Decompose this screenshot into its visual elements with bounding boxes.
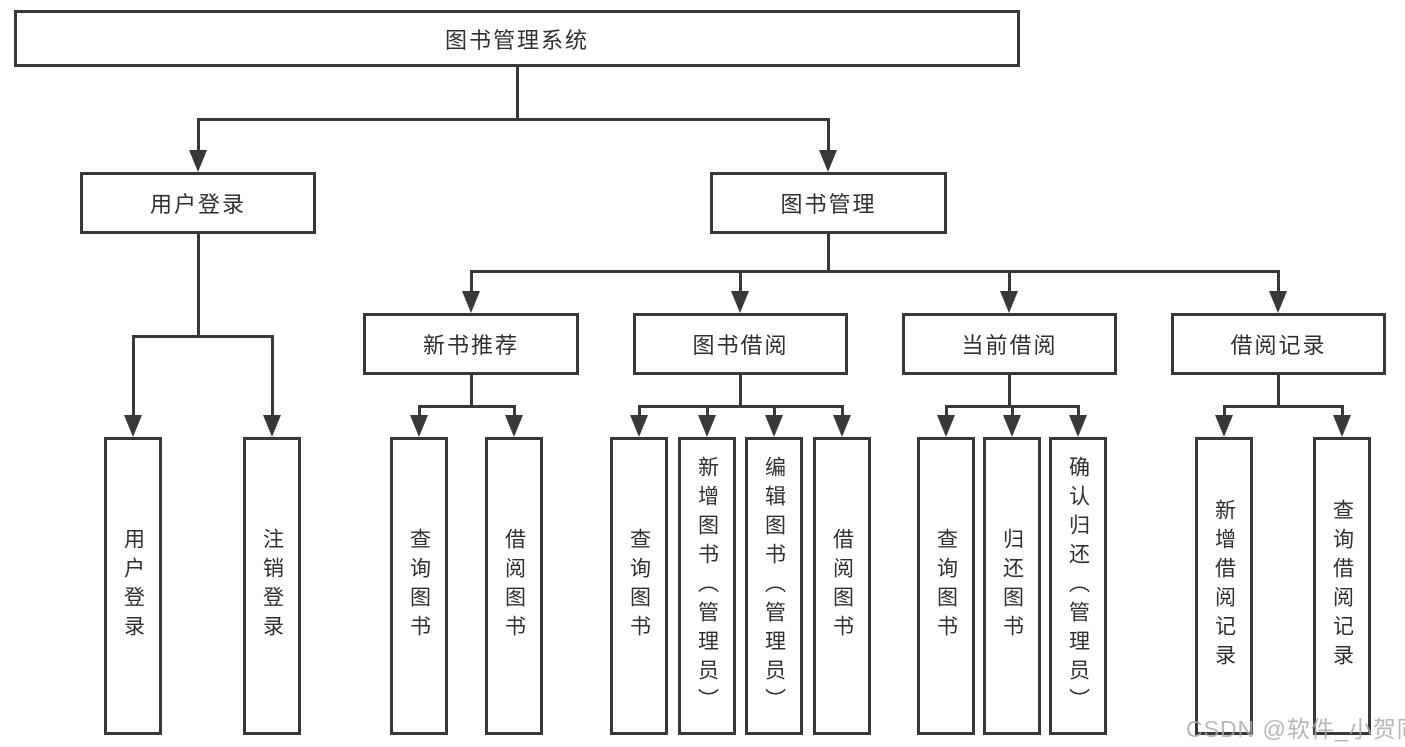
leaf-confirm-return-admin: 确认归还（管理员） bbox=[1049, 437, 1107, 735]
node-library-management-system: 图书管理系统 bbox=[14, 10, 1020, 67]
arrow-down-icon bbox=[698, 415, 716, 437]
connector-stem bbox=[1222, 405, 1226, 419]
connector-stem bbox=[469, 375, 473, 408]
arrow-down-icon bbox=[1269, 291, 1287, 313]
arrow-down-icon bbox=[189, 150, 207, 172]
csdn-watermark: CSDN @软件_小贺同学 bbox=[1186, 716, 1405, 742]
leaf-borrow-books: 借阅图书 bbox=[813, 437, 871, 735]
leaf-borrow-books-recommend: 借阅图书 bbox=[485, 437, 543, 735]
arrow-down-icon bbox=[1215, 415, 1233, 437]
arrow-down-icon bbox=[833, 415, 851, 437]
arrow-down-icon bbox=[937, 415, 955, 437]
connector-branch bbox=[196, 118, 830, 121]
connector-stem bbox=[826, 234, 830, 273]
connector-branch bbox=[417, 405, 516, 408]
connector-branch bbox=[469, 270, 1280, 273]
leaf-query-borrow-record: 查询借阅记录 bbox=[1313, 437, 1371, 735]
leaf-logout: 注销登录 bbox=[243, 437, 301, 735]
leaf-query-books-borrow: 查询图书 bbox=[610, 437, 668, 735]
arrow-down-icon bbox=[124, 415, 142, 437]
connector-branch bbox=[1222, 405, 1344, 408]
node-book-management: 图书管理 bbox=[710, 172, 947, 234]
arrow-down-icon bbox=[630, 415, 648, 437]
arrow-down-icon bbox=[505, 415, 523, 437]
connector-stem bbox=[1007, 270, 1011, 295]
leaf-user-login: 用户登录 bbox=[104, 437, 162, 735]
connector-stem bbox=[196, 118, 200, 154]
connector-stem bbox=[840, 405, 844, 419]
connector-stem bbox=[826, 118, 830, 154]
connector-stem bbox=[1076, 405, 1080, 419]
leaf-query-books-recommend: 查询图书 bbox=[390, 437, 448, 735]
arrow-down-icon bbox=[731, 291, 749, 313]
node-borrowing-records: 借阅记录 bbox=[1171, 313, 1386, 375]
arrow-down-icon bbox=[819, 150, 837, 172]
connector-stem bbox=[512, 405, 516, 419]
leaf-add-books-admin: 新增图书（管理员） bbox=[678, 437, 736, 735]
connector-stem bbox=[705, 405, 709, 419]
connector-stem bbox=[131, 335, 135, 419]
arrow-down-icon bbox=[410, 415, 428, 437]
connector-stem bbox=[469, 270, 473, 295]
arrow-down-icon bbox=[765, 415, 783, 437]
connector-stem bbox=[417, 405, 421, 419]
connector-branch bbox=[131, 335, 274, 338]
node-current-borrowing: 当前借阅 bbox=[902, 313, 1117, 375]
leaf-edit-books-admin: 编辑图书（管理员） bbox=[745, 437, 803, 735]
connector-stem bbox=[738, 375, 742, 408]
connector-stem bbox=[1276, 375, 1280, 408]
arrow-down-icon bbox=[1003, 415, 1021, 437]
connector-stem bbox=[1007, 375, 1011, 408]
arrow-down-icon bbox=[462, 291, 480, 313]
arrow-down-icon bbox=[263, 415, 281, 437]
node-user-login: 用户登录 bbox=[80, 172, 316, 234]
node-new-book-recommendation: 新书推荐 bbox=[363, 313, 579, 375]
arrow-down-icon bbox=[1333, 415, 1351, 437]
connector-stem bbox=[270, 335, 274, 419]
connector-stem bbox=[944, 405, 948, 419]
leaf-query-books-current: 查询图书 bbox=[917, 437, 975, 735]
connector-stem bbox=[772, 405, 776, 419]
connector-stem bbox=[515, 67, 519, 121]
arrow-down-icon bbox=[1000, 291, 1018, 313]
connector-stem bbox=[738, 270, 742, 295]
connector-stem bbox=[637, 405, 641, 419]
node-book-borrowing: 图书借阅 bbox=[633, 313, 848, 375]
connector-stem bbox=[196, 234, 200, 338]
arrow-down-icon bbox=[1069, 415, 1087, 437]
leaf-return-books: 归还图书 bbox=[983, 437, 1041, 735]
connector-stem bbox=[1010, 405, 1014, 419]
connector-stem bbox=[1276, 270, 1280, 295]
connector-stem bbox=[1340, 405, 1344, 419]
leaf-add-borrow-record: 新增借阅记录 bbox=[1195, 437, 1253, 735]
connector-branch bbox=[637, 405, 844, 408]
